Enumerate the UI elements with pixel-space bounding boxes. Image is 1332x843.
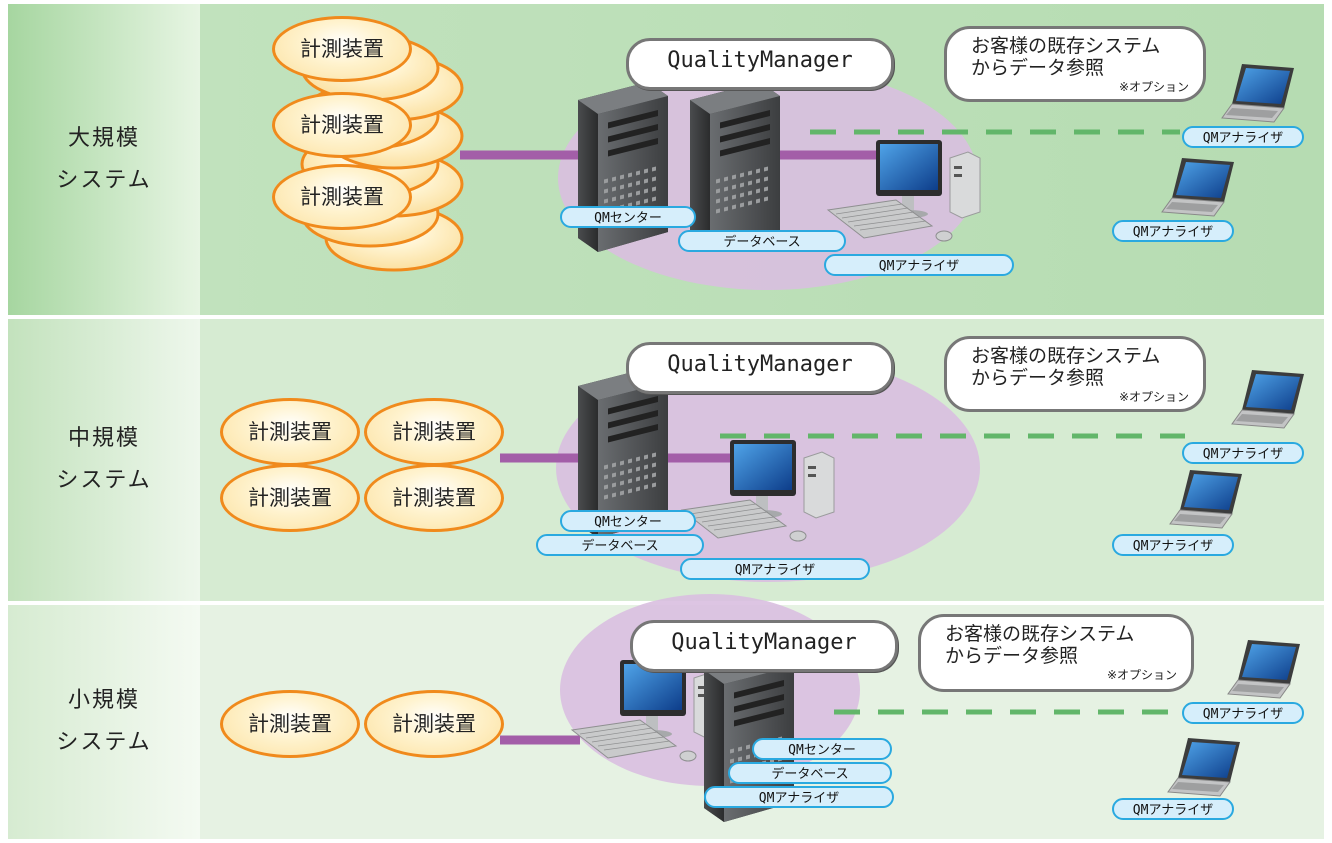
- device-oval: 計測装置: [364, 398, 504, 466]
- medium-reference-bubble: お客様の既存システム からデータ参照 ※オプション: [944, 336, 1206, 412]
- reference-line1: お客様の既存システム: [945, 623, 1135, 645]
- reference-line2: からデータ参照: [971, 367, 1105, 389]
- client-analyzer-label: QMアナライザ: [1182, 702, 1304, 724]
- device-label: 計測装置: [392, 420, 476, 444]
- large-reference-bubble: お客様の既存システム からデータ参照 ※オプション: [944, 26, 1206, 102]
- device-oval: 計測装置: [272, 92, 412, 158]
- server-icon: [690, 82, 780, 252]
- medium-tier-title-line2: システム: [56, 468, 152, 493]
- laptop-icon: [1161, 157, 1235, 217]
- small-tier-title-line2: システム: [56, 730, 152, 755]
- option-note: ※オプション: [1118, 390, 1189, 404]
- option-note: ※オプション: [1106, 668, 1177, 682]
- client-analyzer-label: QMアナライザ: [1182, 442, 1304, 464]
- client-analyzer-label: QMアナライザ: [1182, 126, 1304, 148]
- client-analyzer-label: QMアナライザ: [1112, 534, 1234, 556]
- database-label: データベース: [536, 534, 704, 556]
- laptop-icon: [1169, 469, 1243, 529]
- medium-product-title: QualityManager: [626, 342, 894, 394]
- small-band-label-area: 小規模 システム: [8, 605, 200, 839]
- small-reference-bubble: お客様の既存システム からデータ参照 ※オプション: [918, 614, 1194, 692]
- device-label: 計測装置: [300, 185, 384, 209]
- reference-line1: お客様の既存システム: [971, 35, 1161, 57]
- device-label: 計測装置: [248, 486, 332, 510]
- large-product-title: QualityManager: [626, 38, 894, 90]
- device-oval: 計測装置: [364, 690, 504, 758]
- large-tier-title: 大規模 システム: [56, 118, 151, 202]
- reference-line2: からデータ参照: [945, 645, 1079, 667]
- large-tier-graphics: [300, 34, 1295, 290]
- laptop-icon: [1221, 63, 1295, 123]
- qm-analyzer-label: QMアナライザ: [680, 558, 870, 580]
- device-oval: 計測装置: [364, 464, 504, 532]
- medium-band-label-area: 中規模 システム: [8, 319, 200, 601]
- device-label: 計測装置: [300, 37, 384, 61]
- laptop-icon: [1167, 737, 1241, 797]
- large-tier-title-line2: システム: [56, 167, 152, 193]
- qm-center-label: QMセンター: [752, 738, 892, 760]
- client-analyzer-label: QMアナライザ: [1112, 220, 1234, 242]
- device-label: 計測装置: [392, 486, 476, 510]
- medium-tier-title: 中規模 システム: [56, 418, 151, 502]
- qm-analyzer-label: QMアナライザ: [704, 786, 894, 808]
- reference-line2: からデータ参照: [971, 57, 1105, 79]
- device-oval: 計測装置: [272, 164, 412, 230]
- qm-center-label: QMセンター: [560, 510, 696, 532]
- laptop-icon: [1227, 639, 1301, 699]
- reference-line1: お客様の既存システム: [971, 345, 1161, 367]
- device-label: 計測装置: [248, 712, 332, 736]
- qm-analyzer-label: QMアナライザ: [824, 254, 1014, 276]
- device-label: 計測装置: [392, 712, 476, 736]
- laptop-icon: [1231, 369, 1305, 429]
- small-tier-title-line1: 小規模: [67, 688, 140, 713]
- medium-tier-title-line1: 中規模: [67, 426, 140, 451]
- device-oval: 計測装置: [272, 16, 412, 82]
- device-label: 計測装置: [300, 113, 384, 137]
- database-label: データベース: [678, 230, 846, 252]
- device-label: 計測装置: [248, 420, 332, 444]
- large-band-label-area: 大規模 システム: [8, 4, 200, 315]
- device-oval: 計測装置: [220, 464, 360, 532]
- large-tier-title-line1: 大規模: [67, 125, 140, 151]
- device-oval: 計測装置: [220, 690, 360, 758]
- small-product-title: QualityManager: [630, 620, 898, 672]
- client-analyzer-label: QMアナライザ: [1112, 798, 1234, 820]
- database-label: データベース: [728, 762, 892, 784]
- qm-center-label: QMセンター: [560, 206, 696, 228]
- option-note: ※オプション: [1118, 80, 1189, 94]
- device-oval: 計測装置: [220, 398, 360, 466]
- small-tier-title: 小規模 システム: [56, 680, 151, 764]
